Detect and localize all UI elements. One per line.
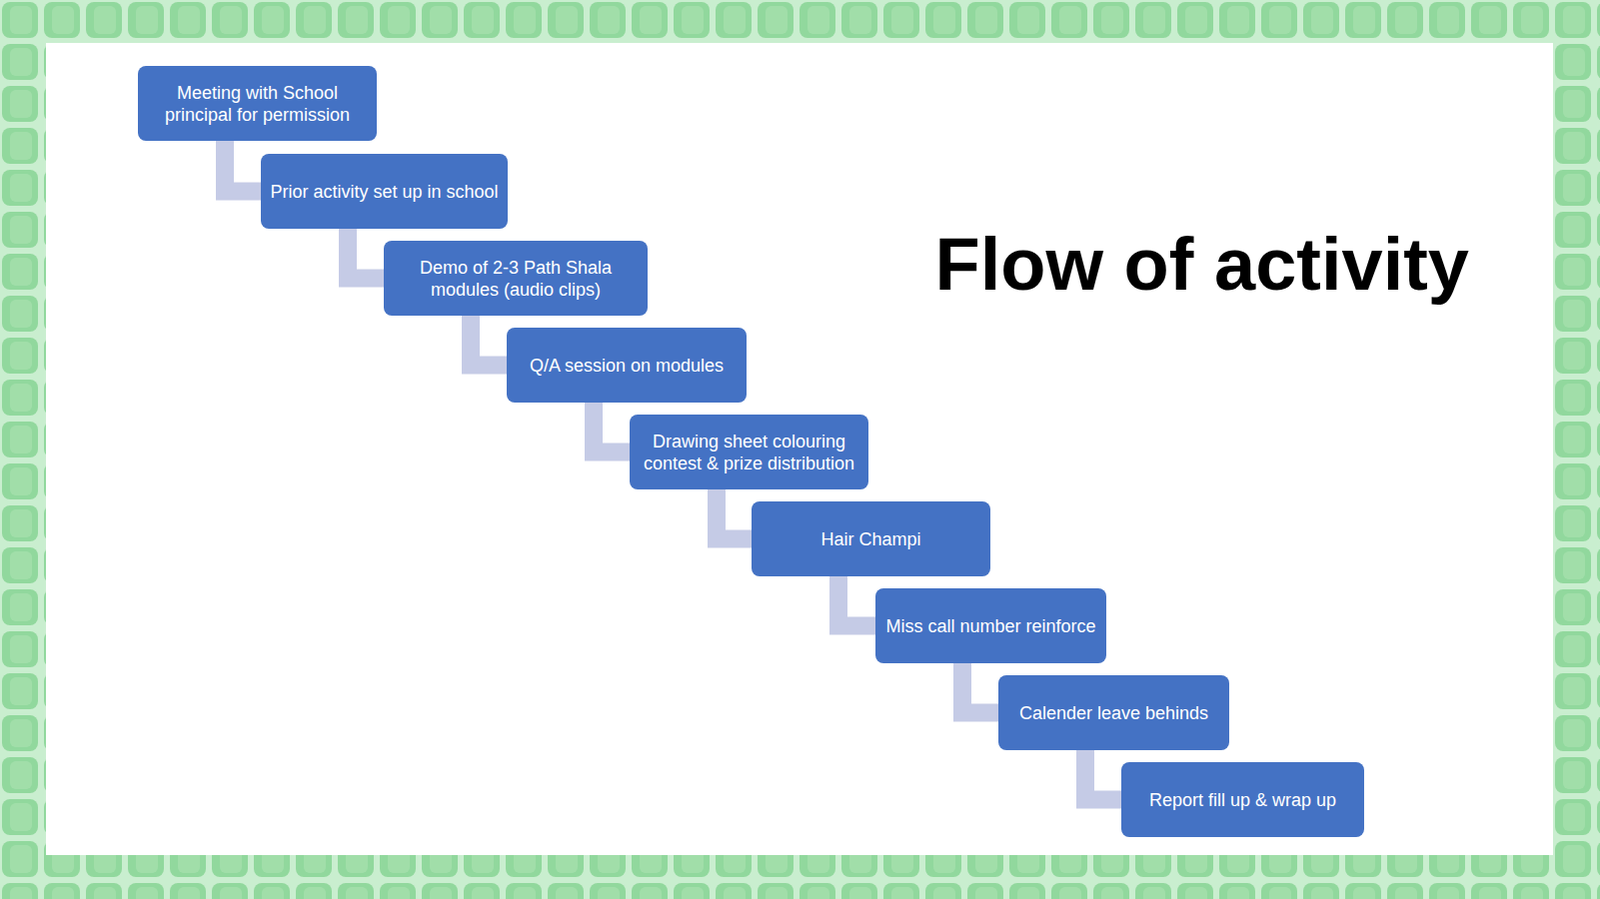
process-box: Report fill up & wrap up [1121,762,1365,838]
elbow-connector [962,663,999,714]
box-label: Calender leave behinds [1019,702,1209,725]
diagram-title: Flow of activity [934,221,1470,307]
box-label: Q/A session on modules [529,354,724,377]
elbow-connector [1085,750,1122,801]
elbow-connector [347,228,384,279]
box-label: Demo of 2-3 Path Shala modules (audio cl… [391,256,640,301]
elbow-connector [716,489,752,540]
box-label: Prior activity set up in school [269,180,498,203]
process-box: Meeting with School principal for permis… [137,65,377,141]
process-box: Hair Champi [751,501,991,577]
elbow-connector [470,315,507,366]
box-label: Report fill up & wrap up [1149,789,1337,812]
process-box: Drawing sheet colouring contest & prize … [629,414,869,490]
box-label: Hair Champi [820,528,921,551]
box-label: Meeting with School principal for permis… [145,81,369,126]
process-box: Miss call number reinforce [875,588,1107,664]
process-box: Calender leave behinds [998,675,1230,751]
process-box: Demo of 2-3 Path Shala modules (audio cl… [383,240,648,316]
process-box: Prior activity set up in school [260,153,508,229]
box-label: Drawing sheet colouring contest & prize … [637,430,861,475]
elbow-connector [224,140,261,192]
box-label: Miss call number reinforce [885,615,1096,638]
process-box: Q/A session on modules [506,327,747,403]
elbow-connector [593,402,630,453]
elbow-connector [838,576,876,627]
